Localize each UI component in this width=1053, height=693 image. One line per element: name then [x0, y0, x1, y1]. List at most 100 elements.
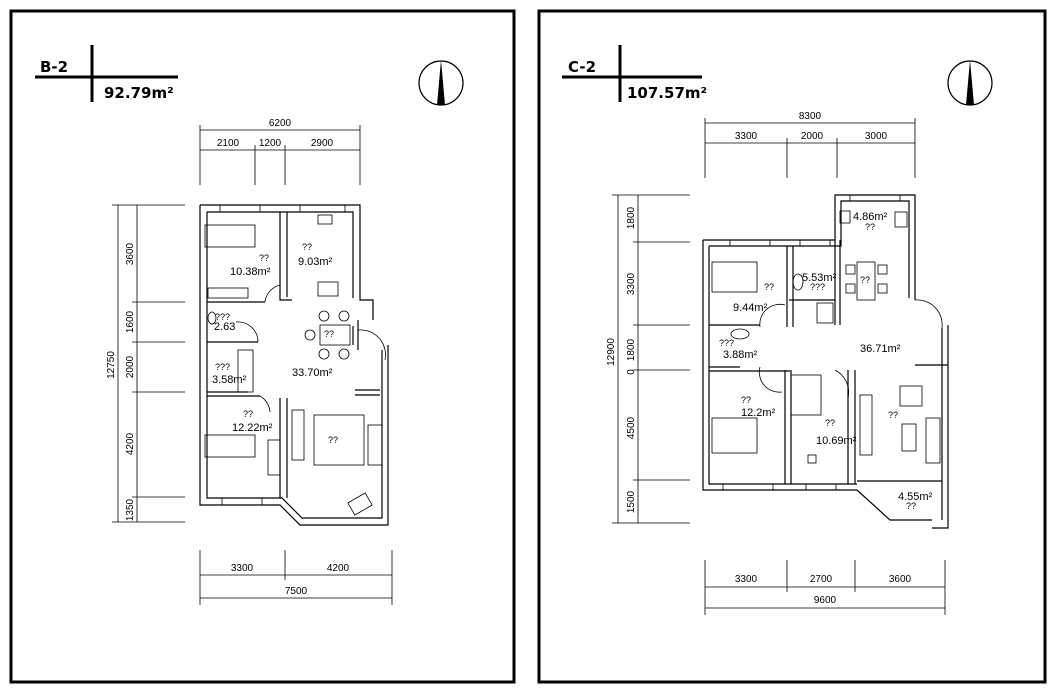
- room-tag: ??: [865, 222, 875, 232]
- washing-machine-icon: [816, 302, 834, 324]
- bed-icon: [711, 261, 758, 293]
- plan-area: 107.57m²: [627, 84, 707, 102]
- dim-label: 3300: [735, 574, 758, 585]
- sofa-icon: [925, 417, 941, 464]
- dim-label: 3300: [231, 563, 254, 574]
- dim-label: 3600: [125, 242, 136, 265]
- room-area: 5.53m²: [802, 272, 837, 284]
- dimensions-top: 8300 3300 2000 3000: [704, 111, 916, 178]
- room-tag: ??: [302, 242, 312, 252]
- room-tag: ???: [215, 312, 230, 322]
- walls: [702, 194, 949, 529]
- room-area: 2.63: [214, 321, 235, 333]
- panel-b2-border: [9, 9, 516, 684]
- room-area: 10.69m²: [816, 435, 857, 447]
- dim-label: 2100: [217, 138, 240, 149]
- dim-label: 1500: [626, 490, 637, 513]
- stove-icon: [317, 281, 339, 297]
- dim-label: 12900: [606, 338, 617, 366]
- toilet-icon: [207, 311, 217, 325]
- room-area: 33.70m²: [292, 367, 333, 379]
- room-area: 9.03m²: [298, 256, 333, 268]
- dim-label: 4200: [327, 563, 350, 574]
- basin-icon: [730, 328, 750, 340]
- plan-id: C-2: [568, 58, 596, 76]
- room-tag: ??: [906, 501, 916, 511]
- bed-icon: [711, 417, 758, 454]
- dim-label: 12750: [106, 351, 117, 379]
- bed-icon: [204, 434, 256, 458]
- title-block-b2: B-2 92.79m²: [35, 45, 178, 102]
- dim-label: 3000: [865, 131, 888, 142]
- dimensions-left: 12750 3600 1600 2000 4200 1350: [106, 204, 185, 523]
- desk-icon: [267, 439, 281, 476]
- room-tag: ??: [324, 329, 334, 339]
- dim-label: 3300: [626, 272, 637, 295]
- panel-c2-border: [537, 9, 1047, 684]
- stove-icon: [894, 211, 908, 228]
- sink-icon: [839, 210, 851, 224]
- plan-c2: C-2 107.57m² 8300 3300 2000 3000 12900 1…: [562, 45, 993, 615]
- sofa-icon: [367, 424, 383, 466]
- room-tag: ??: [328, 435, 338, 445]
- dim-label: 1600: [125, 310, 136, 333]
- dimensions-top: 6200 2100 1200 2900: [199, 118, 361, 185]
- bathtub-icon: [237, 349, 254, 393]
- dim-label: 2700: [810, 574, 833, 585]
- dim-label: 3600: [889, 574, 912, 585]
- bed-icon: [790, 374, 822, 416]
- room-area: 3.58m²: [212, 374, 247, 386]
- room-tag: ??: [764, 282, 774, 292]
- wardrobe-icon: [207, 287, 249, 299]
- tv-cabinet-icon: [291, 409, 305, 461]
- title-block-c2: C-2 107.57m²: [562, 45, 707, 102]
- room-tag: ???: [719, 338, 734, 348]
- dim-label: 1350: [125, 498, 136, 521]
- furniture: [204, 214, 383, 516]
- room-area: 4.86m²: [853, 211, 888, 223]
- coffee-table-icon: [313, 414, 365, 466]
- dim-label: 2000: [125, 355, 136, 378]
- chair-icon: [807, 454, 817, 464]
- plan-area: 92.79m²: [104, 84, 174, 102]
- dim-label: 0: [626, 369, 637, 375]
- dim-label: 2000: [801, 131, 824, 142]
- dim-label: 6200: [269, 118, 292, 129]
- room-tag: ??: [825, 418, 835, 428]
- plan-id: B-2: [40, 58, 68, 76]
- dimensions-left: 12900 1800 3300 1800 0 4500 1500: [606, 194, 690, 524]
- room-tag: ??: [888, 410, 898, 420]
- dim-label: 1200: [259, 138, 282, 149]
- room-labels: ?? 10.38m² ?? 9.03m² ??? 2.63 ?? ??? 3.5…: [212, 242, 338, 445]
- dining-table-icon: [856, 261, 876, 301]
- tv-cabinet-icon: [859, 394, 873, 456]
- dimensions-bottom: 3300 2700 3600 9600: [704, 560, 946, 615]
- plan-b2: B-2 92.79m² 6200 2100 1200 2900 12750 36…: [35, 45, 464, 605]
- armchair-icon: [347, 492, 373, 516]
- dim-label: 8300: [799, 111, 822, 122]
- walls: [199, 204, 389, 526]
- dim-label: 4500: [626, 416, 637, 439]
- toilet-icon: [792, 273, 804, 291]
- bed-icon: [204, 224, 256, 248]
- dining-table-icon: [319, 324, 351, 346]
- north-arrow-icon: [418, 60, 464, 106]
- dim-label: 9600: [814, 595, 837, 606]
- room-area: 10.38m²: [230, 266, 271, 278]
- room-tag: ??: [243, 409, 253, 419]
- room-tag: ??: [860, 275, 870, 285]
- coffee-table-icon: [901, 423, 917, 452]
- room-area: 9.44m²: [733, 302, 768, 314]
- room-area: 12.22m²: [232, 422, 273, 434]
- armchair-icon: [899, 385, 923, 407]
- north-arrow-icon: [947, 60, 993, 106]
- room-area: 36.71m²: [860, 343, 901, 355]
- dim-label: 7500: [285, 586, 308, 597]
- room-tag: ??: [259, 253, 269, 263]
- room-tag: ???: [215, 362, 230, 372]
- room-tag: ??: [741, 395, 751, 405]
- room-tag: ???: [810, 282, 825, 292]
- dim-label: 3300: [735, 131, 758, 142]
- room-area: 12.2m²: [741, 407, 776, 419]
